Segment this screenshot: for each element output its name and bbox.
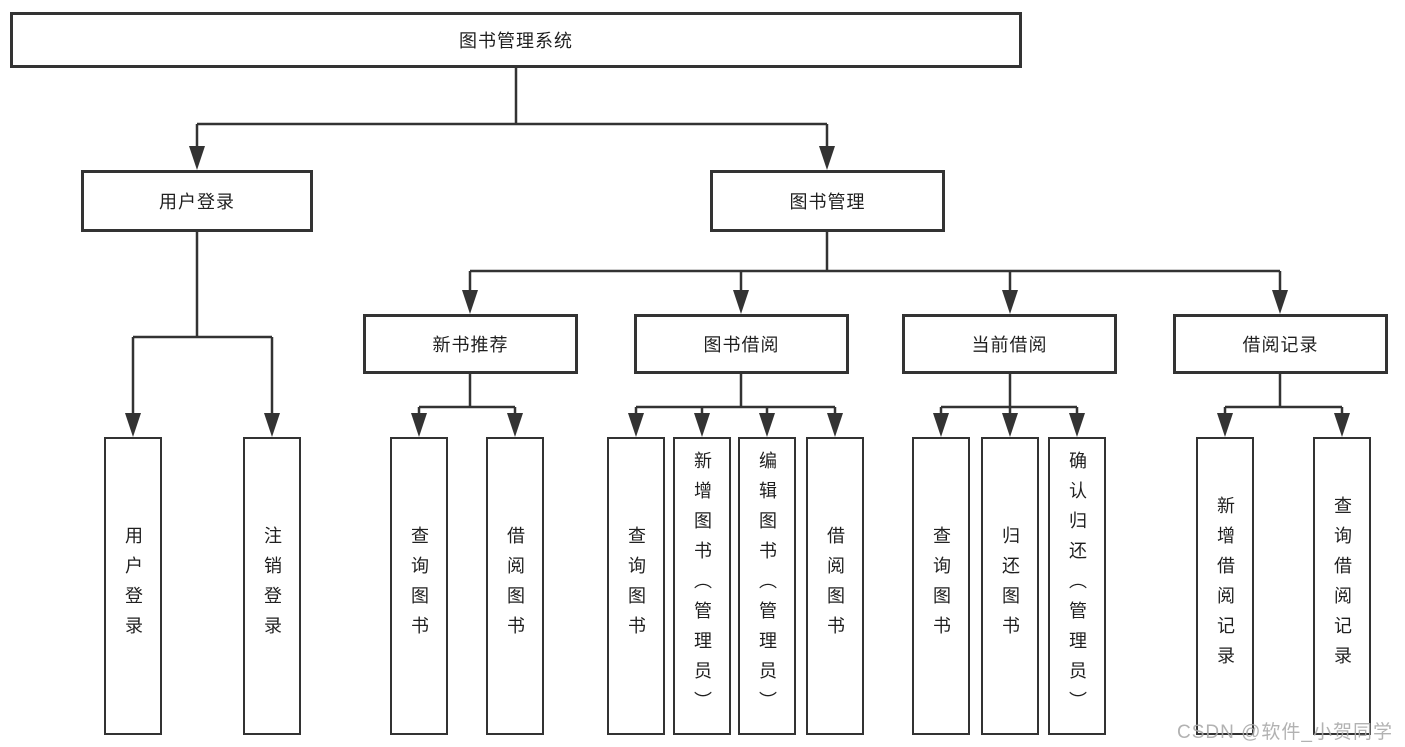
node-book-management-label: 图书管理 <box>789 192 866 212</box>
node-user-login-label: 用户登录 <box>159 192 235 212</box>
node-new-book-recommend-label: 新书推荐 <box>432 335 509 355</box>
leaf-edit-book-admin: 编辑图书（管理员） <box>738 437 796 735</box>
leaf-add-book-admin: 新增图书（管理员） <box>673 437 731 735</box>
connector-userlogin-to-leaves <box>131 232 274 417</box>
leaf-return-book-label: 归还图书 <box>1000 526 1020 646</box>
connector-bookborrow-to-leaves <box>634 374 837 417</box>
connector-bookmgmt-to-level3 <box>468 232 1282 294</box>
connector-newbookrec-to-leaves <box>417 374 517 417</box>
leaf-confirm-return-admin: 确认归还（管理员） <box>1048 437 1106 735</box>
leaf-query-book-recommend: 查询图书 <box>390 437 448 735</box>
leaf-return-book: 归还图书 <box>981 437 1039 735</box>
node-new-book-recommend: 新书推荐 <box>363 314 578 374</box>
connector-currentborrow-to-leaves <box>939 374 1079 417</box>
leaf-query-borrow-record-label: 查询借阅记录 <box>1332 496 1352 676</box>
leaf-add-borrow-record-label: 新增借阅记录 <box>1215 496 1235 676</box>
leaf-borrow-book-label: 借阅图书 <box>825 526 845 646</box>
leaf-logout-label: 注销登录 <box>262 526 282 646</box>
leaf-query-book-recommend-label: 查询图书 <box>409 526 429 646</box>
leaf-edit-book-admin-label: 编辑图书（管理员） <box>757 451 777 721</box>
node-current-borrowing-label: 当前借阅 <box>971 335 1048 355</box>
node-current-borrowing: 当前借阅 <box>902 314 1117 374</box>
leaf-query-book-borrowing: 查询图书 <box>607 437 665 735</box>
node-user-login: 用户登录 <box>81 170 313 232</box>
leaf-query-book-current-label: 查询图书 <box>931 526 951 646</box>
node-borrowing-records: 借阅记录 <box>1173 314 1388 374</box>
arrowheads <box>125 146 1350 437</box>
leaf-logout: 注销登录 <box>243 437 301 735</box>
leaf-add-book-admin-label: 新增图书（管理员） <box>692 451 712 721</box>
node-root-system: 图书管理系统 <box>10 12 1022 68</box>
leaf-query-borrow-record: 查询借阅记录 <box>1313 437 1371 735</box>
leaf-user-login-label: 用户登录 <box>123 526 143 646</box>
leaf-add-borrow-record: 新增借阅记录 <box>1196 437 1254 735</box>
leaf-borrow-book-recommend-label: 借阅图书 <box>505 526 525 646</box>
node-book-borrowing: 图书借阅 <box>634 314 849 374</box>
leaf-query-book-borrowing-label: 查询图书 <box>626 526 646 646</box>
connector-root-to-level2 <box>195 68 829 150</box>
node-book-borrowing-label: 图书借阅 <box>703 335 780 355</box>
leaf-confirm-return-admin-label: 确认归还（管理员） <box>1067 451 1087 721</box>
connector-borrowrecord-to-leaves <box>1223 374 1344 417</box>
node-borrowing-records-label: 借阅记录 <box>1242 335 1319 355</box>
leaf-borrow-book-recommend: 借阅图书 <box>486 437 544 735</box>
leaf-borrow-book: 借阅图书 <box>806 437 864 735</box>
leaf-user-login: 用户登录 <box>104 437 162 735</box>
leaf-query-book-current: 查询图书 <box>912 437 970 735</box>
node-root-system-label: 图书管理系统 <box>459 31 573 51</box>
node-book-management: 图书管理 <box>710 170 945 232</box>
